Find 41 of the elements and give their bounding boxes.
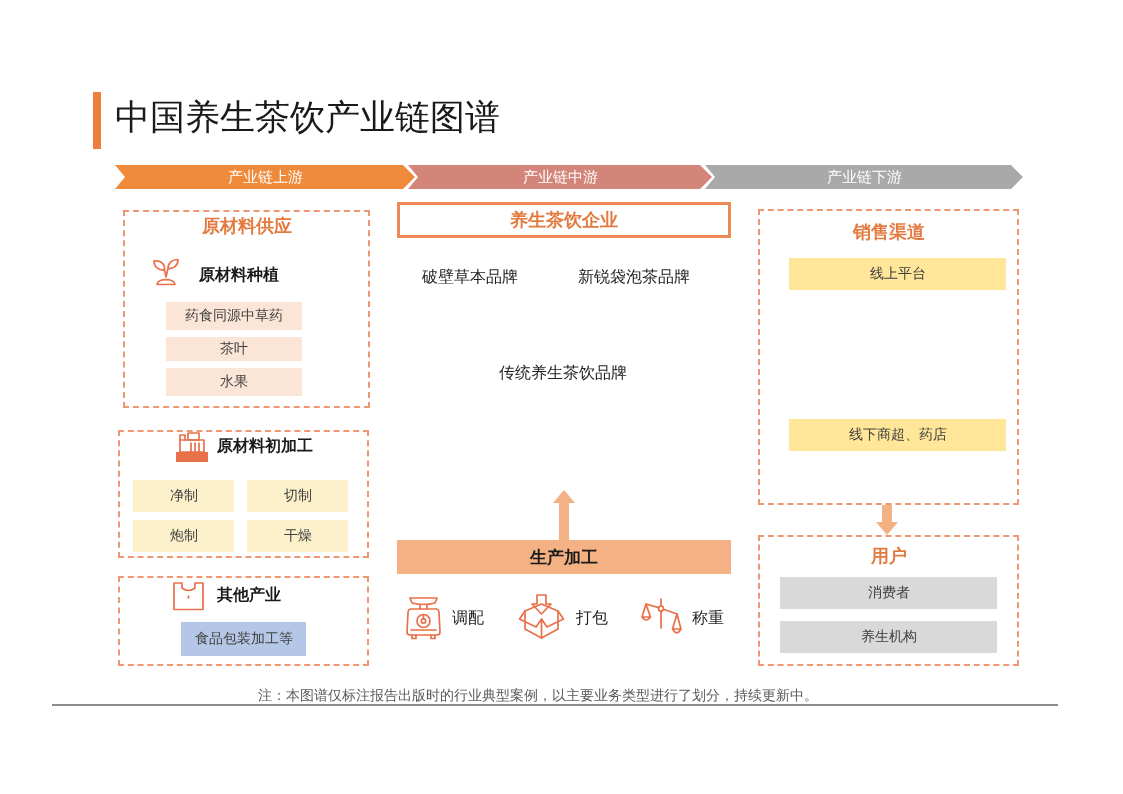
dashed-group-box: [118, 576, 369, 666]
section-heading: 用户: [869, 544, 908, 568]
process-bar: 生产加工: [397, 540, 731, 574]
stage-banner: [115, 165, 415, 189]
subsection-heading: 其他产业: [217, 584, 282, 606]
process-step-label: 打包: [576, 607, 609, 629]
stage-banner: [408, 165, 712, 189]
category-tag: 炮制: [133, 520, 234, 552]
category-label: 传统养生茶饮品牌: [498, 362, 628, 384]
subsection-heading: 原材料初加工: [217, 435, 314, 457]
process-step-label: 调配: [452, 607, 485, 629]
dashed-group-box: [758, 535, 1019, 666]
section-header-box: 养生茶饮企业: [397, 202, 731, 238]
category-tag: 切制: [247, 480, 348, 512]
page-title: 中国养生茶饮产业链图谱: [115, 96, 500, 138]
subsection-heading: 原材料种植: [199, 264, 280, 286]
stage-label: 产业链中游: [521, 166, 599, 188]
category-tag: 水果: [166, 368, 302, 396]
process-step-label: 称重: [692, 607, 725, 629]
channel-bar: 线下商超、药店: [789, 419, 1006, 451]
block-arrow: [876, 505, 898, 535]
category-label: 破壁草本品牌: [421, 266, 519, 288]
category-label: 新锐袋泡茶品牌: [577, 266, 691, 288]
stage-label: 产业链下游: [825, 166, 903, 188]
category-tag: 干燥: [247, 520, 348, 552]
category-tag: 茶叶: [166, 337, 302, 361]
footnote: 注：本图谱仅标注报告出版时的行业典型案例，以主要业务类型进行了划分，持续更新中。: [258, 686, 819, 704]
category-tag: 食品包装加工等: [181, 622, 306, 656]
section-heading: 销售渠道: [851, 220, 926, 244]
user-type-bar: 消费者: [780, 577, 997, 609]
block-arrow: [553, 490, 575, 540]
dashed-group-box: [758, 209, 1019, 505]
category-tag: 药食同源中草药: [166, 302, 302, 330]
section-heading: 原材料供应: [200, 214, 293, 238]
channel-bar: 线上平台: [789, 258, 1006, 290]
user-type-bar: 养生机构: [780, 621, 997, 653]
dashed-group-box: [118, 430, 369, 558]
category-tag: 净制: [133, 480, 234, 512]
dashed-group-box: [123, 210, 370, 408]
stage-banner: [705, 165, 1023, 189]
stage-label: 产业链上游: [226, 166, 304, 188]
